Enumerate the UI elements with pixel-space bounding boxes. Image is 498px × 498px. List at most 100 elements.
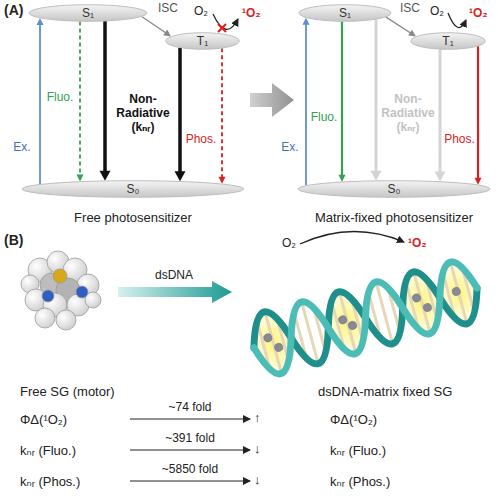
level-ellipse bbox=[299, 5, 391, 22]
transition-arrow bbox=[37, 18, 44, 184]
transition-label: Ex. bbox=[281, 140, 298, 154]
panel-letter: (A) bbox=[4, 2, 23, 18]
level-name: T₁ bbox=[197, 34, 208, 48]
transition-arrow bbox=[175, 48, 186, 182]
level-name: S₁ bbox=[339, 6, 351, 20]
dna-helix bbox=[338, 315, 348, 325]
dna-helix bbox=[348, 321, 358, 331]
panel-caption: Matrix-fixed photosensitizer bbox=[315, 210, 473, 225]
ratio-arrow bbox=[130, 418, 250, 419]
transition-line bbox=[477, 46, 479, 178]
oxygen-label: O₂ bbox=[282, 236, 296, 250]
singlet-oxygen-label: ¹O₂ bbox=[408, 236, 427, 250]
transition-line bbox=[178, 48, 182, 173]
oxygen-arrow bbox=[213, 14, 238, 29]
dna-helix bbox=[412, 293, 422, 303]
transition-arrow bbox=[77, 21, 84, 181]
blocked-cross bbox=[218, 24, 226, 32]
transition-label: Fluo. bbox=[311, 110, 338, 124]
arrowhead bbox=[408, 30, 416, 37]
quantity-name: kₙᵣ (Fluo.) bbox=[20, 443, 76, 458]
ratio-arrow bbox=[130, 449, 250, 450]
quantity-name: kₙᵣ (Fluo.) bbox=[330, 443, 386, 458]
energy-level: S₁ bbox=[28, 4, 148, 22]
transition-line bbox=[341, 21, 343, 175]
level-name: S₁ bbox=[82, 6, 94, 20]
level-ellipse bbox=[411, 33, 485, 50]
level-ellipse bbox=[166, 33, 240, 50]
transition-line bbox=[439, 49, 442, 172]
blocked-cross bbox=[218, 24, 226, 32]
arrowhead bbox=[100, 171, 111, 181]
energy-level: T₁ bbox=[410, 32, 486, 50]
arrowhead bbox=[475, 178, 482, 185]
energy-level: S₀ bbox=[20, 180, 246, 198]
dna-helix bbox=[263, 333, 273, 343]
arrowhead bbox=[37, 18, 44, 25]
transition-line bbox=[103, 21, 107, 172]
molecule-model bbox=[76, 286, 88, 298]
level-name: T₁ bbox=[442, 34, 453, 48]
arrowhead bbox=[163, 30, 171, 37]
panel-letter: (B) bbox=[4, 232, 23, 248]
transition-label: Fluo. bbox=[47, 90, 74, 104]
dna-helix bbox=[243, 253, 488, 383]
quantity-name: kₙᵣ (Phos.) bbox=[330, 474, 390, 489]
molecule-model bbox=[56, 310, 76, 330]
arrowhead bbox=[371, 171, 382, 181]
singlet-oxygen-label: ¹O₂ bbox=[242, 6, 261, 20]
singlet-oxygen-label: ¹O₂ bbox=[469, 6, 488, 20]
dna-helix bbox=[246, 257, 486, 379]
transition-line bbox=[375, 19, 378, 171]
transition-arrow bbox=[386, 17, 416, 36]
quantity-name: ΦΔ(¹O₂) bbox=[330, 412, 377, 427]
transition-label: Phos. bbox=[186, 132, 217, 146]
transition-line bbox=[221, 48, 223, 178]
fold-change: ~391 fold bbox=[165, 431, 215, 445]
transition-label: ISC bbox=[400, 1, 420, 15]
arrowhead bbox=[175, 171, 186, 181]
level-ellipse bbox=[29, 5, 147, 22]
fold-change: ~5850 fold bbox=[162, 462, 218, 476]
transition-arrow bbox=[142, 17, 171, 37]
transition-arrow bbox=[371, 19, 382, 180]
level-ellipse bbox=[298, 181, 490, 198]
transition-line bbox=[79, 21, 81, 175]
arrowhead bbox=[339, 175, 346, 182]
fold-change: ~74 fold bbox=[168, 400, 211, 414]
transition-arrow bbox=[339, 21, 346, 181]
trend-arrow: ↓ bbox=[254, 472, 261, 487]
dna-helix bbox=[246, 257, 486, 379]
arrowhead bbox=[219, 177, 226, 184]
oxygen-arrow bbox=[300, 231, 404, 244]
transition-label: Ex. bbox=[13, 140, 30, 154]
transition-arrow bbox=[250, 83, 294, 117]
transition-arrow bbox=[435, 49, 446, 181]
state-heading: dsDNA-matrix fixed SG bbox=[318, 384, 452, 399]
energy-level: S₁ bbox=[298, 4, 392, 22]
transition-label: Non-Radiative (kₙᵣ) bbox=[111, 92, 175, 134]
transition-line bbox=[305, 24, 307, 186]
transition-line bbox=[142, 17, 166, 33]
level-name: S₀ bbox=[388, 182, 401, 196]
arrowhead bbox=[77, 175, 84, 182]
dna-helix bbox=[423, 303, 433, 313]
state-heading: Free SG (motor) bbox=[20, 384, 115, 399]
binding-arrow bbox=[118, 281, 232, 303]
blocked-cross bbox=[218, 24, 226, 32]
transition-label: ISC bbox=[158, 1, 178, 15]
quantity-name: ΦΔ(¹O₂) bbox=[20, 412, 67, 427]
oxygen-label: O₂ bbox=[430, 4, 444, 18]
energy-level: T₁ bbox=[165, 32, 240, 50]
transition-arrow bbox=[303, 18, 310, 186]
molecule-model bbox=[35, 308, 55, 328]
transition-arrow bbox=[475, 46, 482, 184]
panel-caption: Free photosensitizer bbox=[74, 210, 192, 225]
molecule-model bbox=[42, 290, 54, 302]
oxygen-arrow bbox=[448, 13, 466, 28]
dna-helix bbox=[274, 342, 284, 352]
molecule-model bbox=[53, 269, 67, 283]
level-name: S₀ bbox=[127, 182, 140, 196]
